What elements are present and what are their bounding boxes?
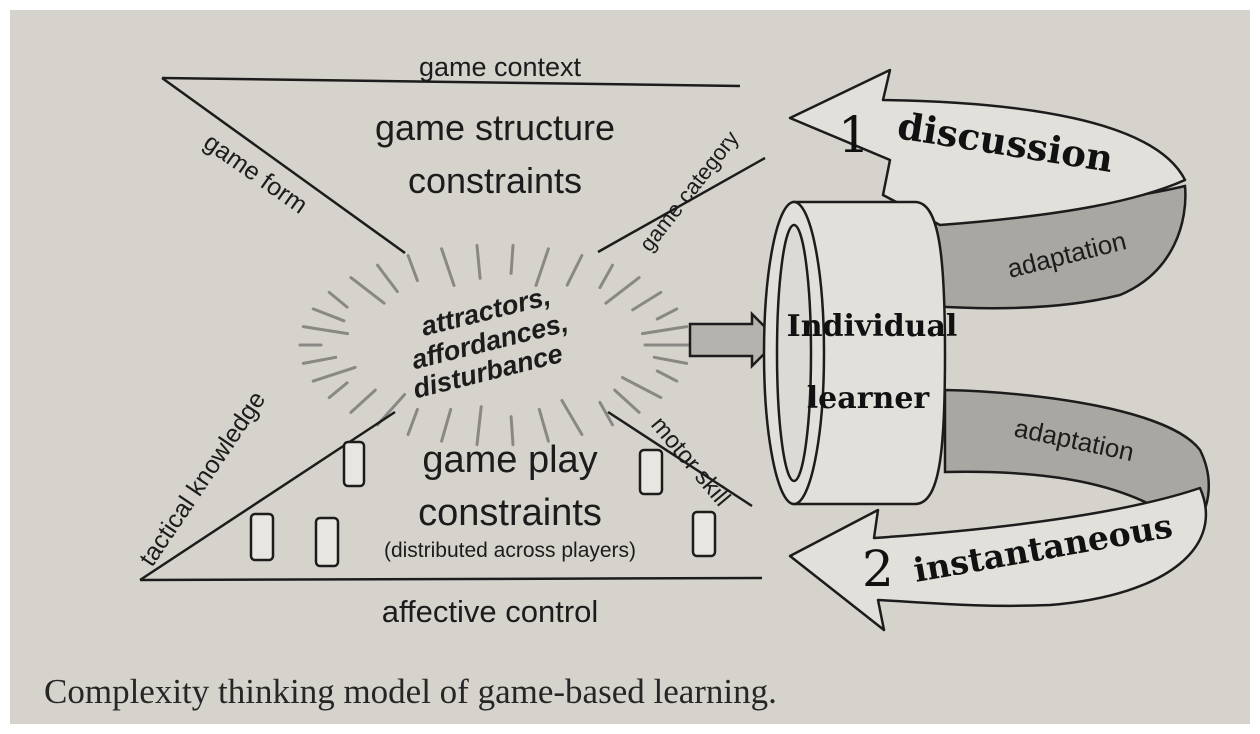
burst-ray: [509, 415, 515, 447]
burst-ray: [475, 405, 483, 447]
burst-ray: [598, 400, 614, 427]
burst-ray: [655, 307, 679, 321]
instantaneous-loop: [788, 388, 1210, 632]
game-structure-constraints-title: constraints: [408, 160, 582, 201]
game-structure-triangle: [161, 76, 766, 255]
burst-ray: [631, 290, 663, 312]
game-play-triangle: [139, 410, 763, 582]
burst-ray: [440, 407, 453, 443]
player-marker: [314, 516, 340, 568]
game-context-label: game context: [419, 52, 582, 82]
burst-ray: [613, 388, 641, 414]
discussion-arrow: [788, 68, 1187, 227]
game-category-label: game category: [634, 126, 743, 256]
distributed-note: (distributed across players): [384, 539, 636, 562]
discussion-loop: [788, 68, 1187, 310]
burst-ray: [652, 355, 689, 365]
burst-ray: [349, 388, 377, 414]
burst-ray: [349, 276, 386, 305]
burst-ray: [311, 365, 357, 383]
burst-ray: [621, 376, 663, 400]
instantaneous-arrow: [788, 486, 1208, 632]
burst-ray: [598, 263, 614, 290]
burst-ray: [440, 247, 456, 287]
player-marker: [249, 512, 275, 562]
adaptation-band-bottom: [943, 388, 1210, 532]
burst-ray: [560, 399, 584, 436]
player-marker: [691, 510, 717, 558]
burst-ray: [534, 247, 550, 287]
burst-ray: [604, 276, 641, 305]
game-play-constraints-title: constraints: [418, 492, 602, 534]
burst-ray: [640, 325, 689, 336]
loop-number-1: 1: [838, 106, 870, 164]
burst-ray: [301, 355, 338, 365]
burst-ray: [565, 254, 584, 287]
burst-ray: [301, 325, 350, 336]
burst-ray: [406, 407, 419, 436]
player-markers: [249, 440, 717, 568]
burst-ray: [537, 407, 550, 443]
game-play-title: game play: [422, 439, 597, 481]
burst-ray: [406, 254, 419, 283]
player-marker: [342, 440, 366, 488]
learner-cylinder: [762, 200, 947, 506]
player-marker: [638, 448, 664, 496]
figure-page: game context game structure constraints …: [10, 10, 1250, 724]
burst-rays: [298, 243, 692, 447]
affective-control-label: affective control: [382, 594, 599, 629]
burst-ray: [327, 381, 349, 400]
burst-ray: [311, 307, 346, 323]
burst-ray: [509, 243, 515, 275]
burst-ray: [475, 243, 482, 280]
learner-subtitle: learner: [807, 381, 931, 416]
burst-ray: [376, 263, 399, 294]
complexity-model-diagram: game context game structure constraints …: [134, 52, 1210, 632]
loop-number-2: 2: [862, 540, 894, 598]
game-structure-title: game structure: [375, 107, 615, 148]
learner-title: Individual: [787, 309, 958, 344]
figure-caption: Complexity thinking model of game-based …: [44, 672, 777, 711]
burst-ray: [327, 290, 349, 309]
burst-ray: [655, 369, 679, 383]
